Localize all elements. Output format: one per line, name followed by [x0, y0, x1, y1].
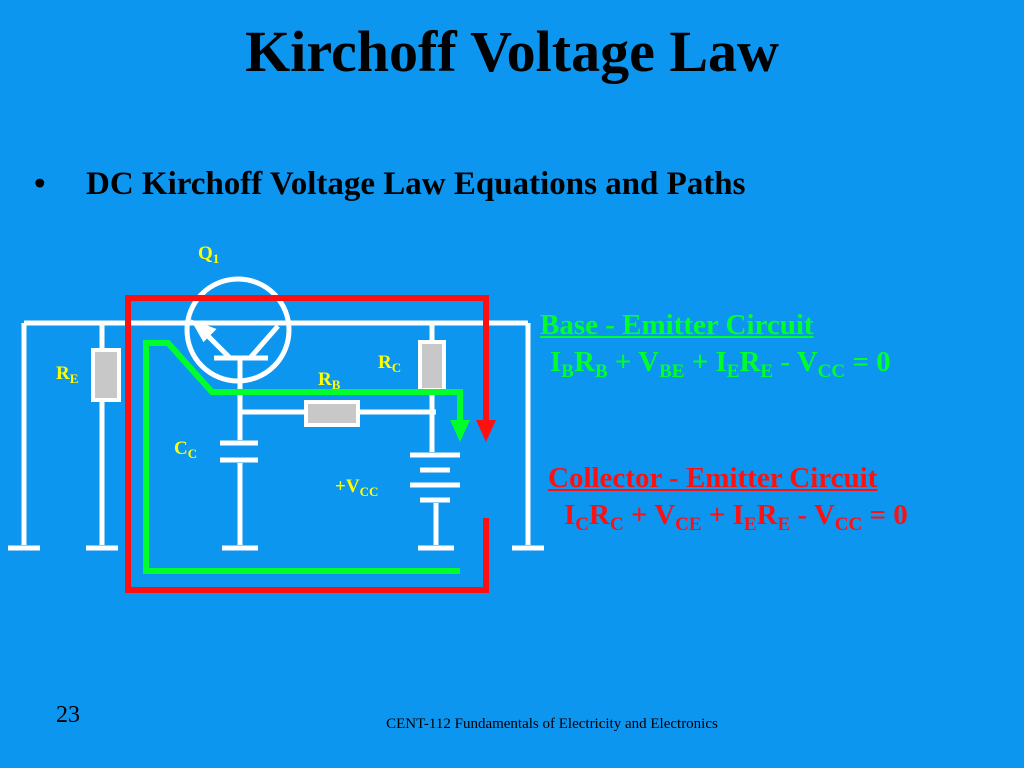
resistor-rc: [418, 340, 446, 392]
collector-emitter-block: Collector - Emitter Circuit ICRC + VCE +…: [548, 462, 908, 536]
bullet-marker: •: [34, 166, 46, 202]
slide-title: Kirchoff Voltage Law: [245, 19, 779, 84]
label-q1: Q1: [198, 243, 220, 266]
page-number: 23: [56, 702, 80, 728]
label-rc: RC: [378, 352, 402, 375]
label-rb: RB: [318, 369, 341, 392]
bullet-point: • DC Kirchoff Voltage Law Equations and P…: [34, 166, 746, 203]
collector-emitter-title: Collector - Emitter Circuit: [548, 462, 878, 494]
resistor-rb: [304, 400, 360, 427]
base-emitter-block: Base - Emitter Circuit IBRB + VBE + IERE…: [540, 309, 891, 383]
collector-emitter-path: [125, 295, 496, 593]
label-cc: CC: [174, 438, 198, 461]
footer-text: CENT-112 Fundamentals of Electricity and…: [386, 716, 718, 732]
resistor-re: [91, 348, 121, 402]
label-re: RE: [56, 363, 79, 386]
base-emitter-title: Base - Emitter Circuit: [540, 309, 814, 341]
collector-emitter-equation: ICRC + VCE + IERE - VCC = 0: [564, 499, 908, 535]
circuit-wires: [8, 320, 544, 551]
label-vcc: +VCC: [335, 476, 379, 499]
bullet-text: DC Kirchoff Voltage Law Equations and Pa…: [86, 166, 746, 202]
base-emitter-path: [143, 340, 470, 574]
transistor-q1: [184, 276, 292, 384]
base-emitter-equation: IBRB + VBE + IERE - VCC = 0: [550, 346, 891, 382]
